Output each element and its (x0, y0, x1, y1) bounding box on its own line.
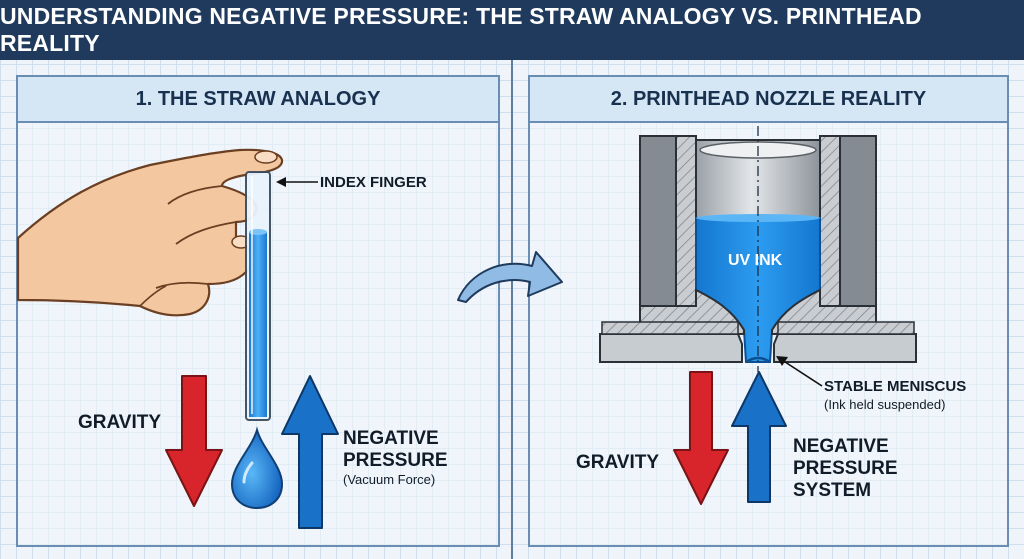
stable-meniscus-label: STABLE MENISCUS (824, 378, 967, 395)
negative-pressure-system-label: NEGATIVE PRESSURE SYSTEM (793, 436, 898, 501)
straw-analogy-heading: 1. THE STRAW ANALOGY (18, 77, 498, 123)
printhead-nozzle-cross-section (599, 126, 917, 372)
ink-suspended-note: (Ink held suspended) (824, 397, 946, 412)
printhead-reality-heading: 2. PRINTHEAD NOZZLE REALITY (530, 77, 1007, 123)
vacuum-force-note: (Vacuum Force) (343, 472, 436, 487)
index-finger-pointer (276, 177, 318, 187)
gravity-arrow-left (165, 375, 223, 507)
ink-drop (230, 426, 284, 510)
transition-arrow (457, 251, 563, 303)
negative-pressure-arrow-left (281, 375, 339, 529)
straw (245, 171, 271, 421)
uv-ink-label: UV INK (728, 252, 783, 269)
gravity-arrow-right (673, 371, 729, 505)
page-title: UNDERSTANDING NEGATIVE PRESSURE: THE STR… (0, 0, 1024, 60)
negative-pressure-label-left: NEGATIVE PRESSURE (343, 428, 448, 471)
hand-illustration (16, 148, 284, 317)
panel-divider (511, 60, 513, 559)
gravity-label-left: GRAVITY (78, 412, 162, 433)
gravity-label-right: GRAVITY (576, 452, 660, 473)
meniscus-pointer (776, 356, 823, 387)
negative-pressure-arrow-right (731, 371, 787, 503)
index-finger-label: INDEX FINGER (320, 174, 427, 191)
